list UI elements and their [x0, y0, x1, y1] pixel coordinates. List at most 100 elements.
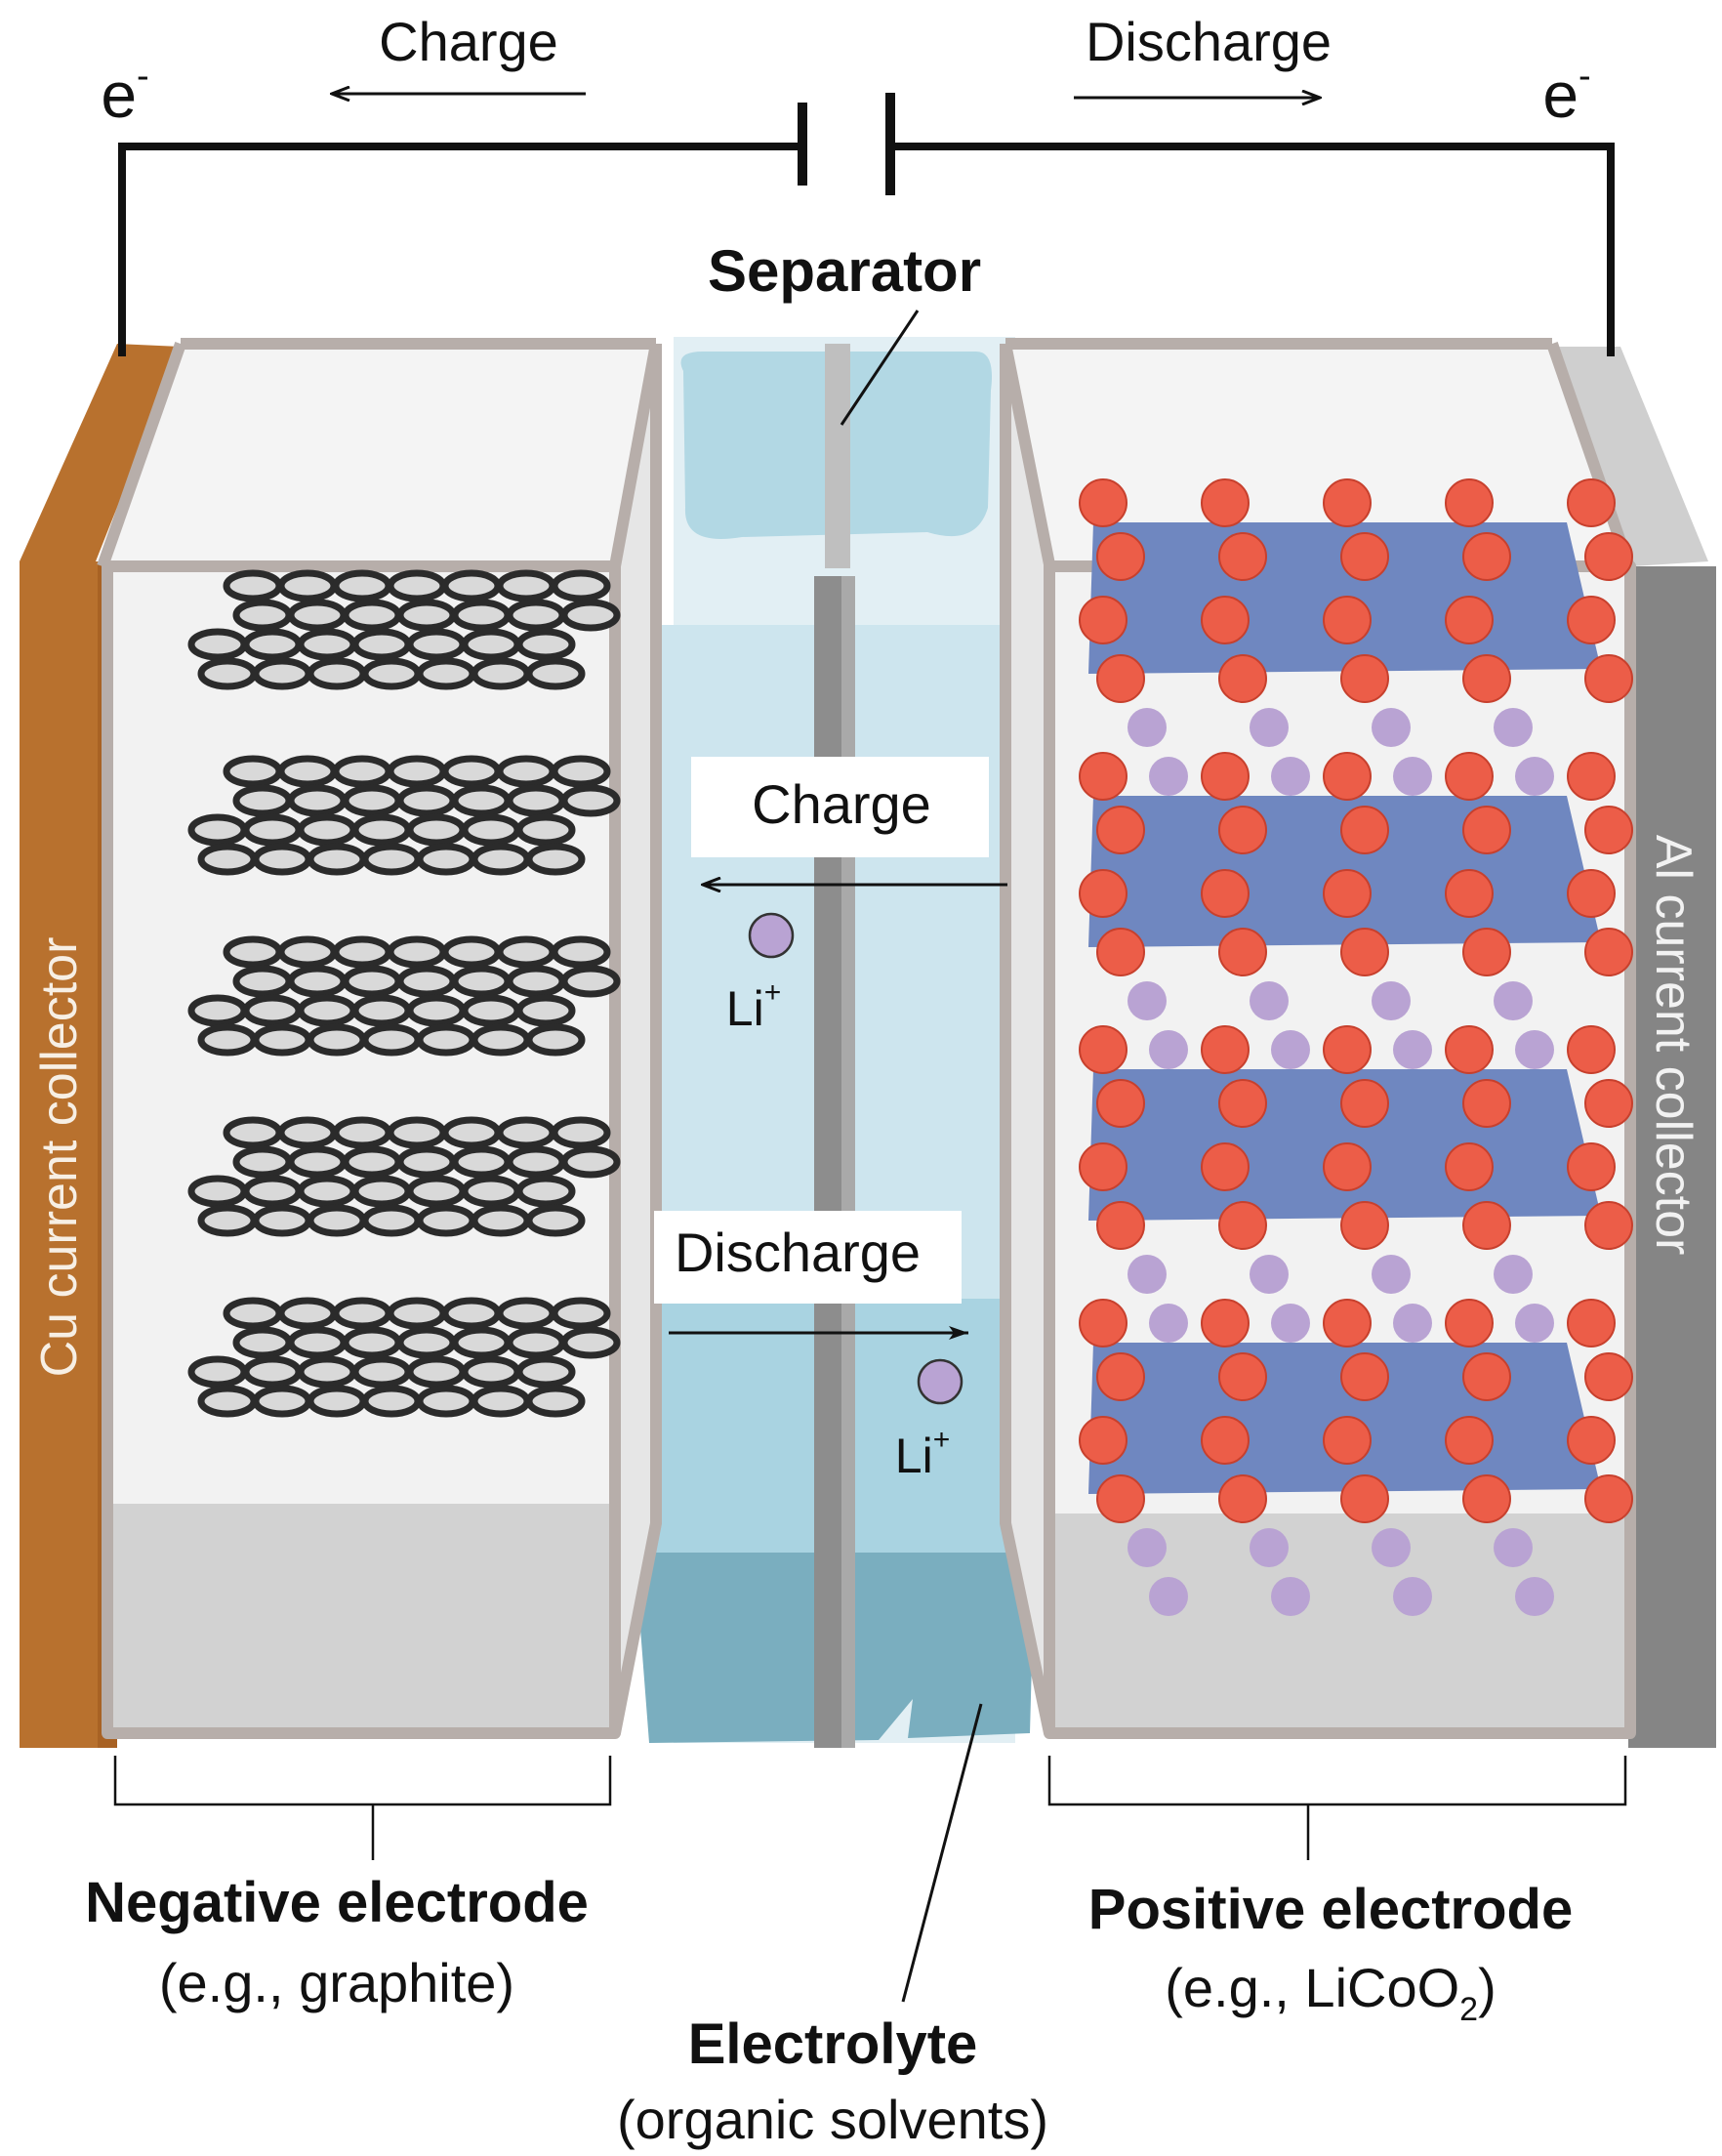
oxygen-atom — [1218, 654, 1267, 703]
oxygen-atom — [1323, 869, 1372, 918]
graphite-ring — [223, 755, 283, 788]
lithium-atom — [1149, 757, 1188, 796]
graphite-ring — [525, 843, 586, 876]
graphite-ring — [387, 569, 447, 602]
oxygen-atom — [1445, 869, 1494, 918]
graphite-ring — [406, 994, 467, 1027]
oxygen-atom — [1340, 1474, 1389, 1523]
graphite-ring — [287, 784, 348, 817]
oxygen-atom — [1323, 1142, 1372, 1191]
graphite-ring — [307, 843, 367, 876]
lithium-atom — [1494, 708, 1533, 747]
oxygen-atom — [1218, 928, 1267, 976]
graphite-ring — [332, 1116, 392, 1149]
graphite-ring — [223, 935, 283, 969]
lithium-atom — [1128, 981, 1167, 1020]
lithium-atom — [1271, 1577, 1310, 1616]
graphite-ring — [297, 1175, 357, 1208]
discharge-label-middle: Discharge — [675, 1222, 921, 1283]
oxygen-atom — [1584, 654, 1633, 703]
graphite-ring — [461, 1175, 521, 1208]
graphite-ring — [242, 994, 303, 1027]
graphite-ring — [252, 1204, 312, 1237]
lithium-atom — [1149, 1304, 1188, 1343]
graphite-ring — [396, 965, 457, 998]
graphite-ring — [197, 657, 258, 690]
graphite-ring — [242, 628, 303, 661]
graphite-ring — [396, 1145, 457, 1179]
oxygen-atom — [1567, 596, 1616, 644]
oxygen-atom — [1079, 1142, 1128, 1191]
graphite-sheet — [187, 755, 621, 876]
graphite-ring — [277, 1116, 338, 1149]
graphite-ring — [551, 935, 611, 969]
oxygen-atom — [1462, 928, 1511, 976]
oxygen-atom — [1218, 1079, 1267, 1128]
oxygen-atom — [1079, 478, 1128, 527]
graphite-ring — [297, 628, 357, 661]
graphite-ring — [551, 1116, 611, 1149]
wire-right — [892, 143, 1615, 356]
oxygen-atom — [1445, 596, 1494, 644]
oxygen-atom — [1462, 806, 1511, 854]
graphite-ring — [223, 1297, 283, 1330]
oxygen-atom — [1323, 1416, 1372, 1465]
graphite-ring — [387, 935, 447, 969]
graphite-ring — [506, 1326, 566, 1359]
graphite-ring — [252, 1385, 312, 1418]
lithium-atom — [1393, 757, 1432, 796]
oxygen-atom — [1201, 869, 1250, 918]
graphite-ring — [560, 1326, 621, 1359]
graphite-ring — [515, 628, 576, 661]
negative-electrode-subtitle: (e.g., graphite) — [159, 1952, 514, 2013]
lithium-atom — [1515, 757, 1554, 796]
graphite-ring — [287, 599, 348, 632]
graphite-ring — [441, 1297, 502, 1330]
lithium-atom — [1250, 1528, 1289, 1567]
lithium-atom — [1494, 1528, 1533, 1567]
graphite-sheet — [187, 1297, 621, 1418]
graphite-ring — [187, 813, 248, 847]
graphite-ring — [560, 784, 621, 817]
electrolyte-leader-line — [901, 1703, 983, 2003]
oxygen-atom — [1079, 596, 1128, 644]
licoo2-layers — [1079, 478, 1633, 1616]
graphite-ring — [387, 1116, 447, 1149]
positive-electrode-subtitle: (e.g., LiCoO2) — [1165, 1957, 1496, 2028]
graphite-ring — [515, 1355, 576, 1389]
graphite-ring — [416, 1023, 476, 1057]
graphite-ring — [297, 1355, 357, 1389]
graphite-ring — [396, 1326, 457, 1359]
graphite-ring — [232, 599, 293, 632]
graphite-ring — [451, 965, 512, 998]
oxygen-atom — [1096, 928, 1145, 976]
graphite-ring — [242, 1355, 303, 1389]
oxygen-atom — [1340, 1201, 1389, 1250]
lithium-atom — [1515, 1577, 1554, 1616]
graphite-ring — [232, 1326, 293, 1359]
charge-label-middle: Charge — [752, 773, 931, 835]
graphite-ring — [471, 1023, 531, 1057]
lithium-atom — [1372, 1528, 1411, 1567]
lithium-atom — [1250, 1255, 1289, 1294]
electrolyte-title: Electrolyte — [688, 2012, 978, 2076]
oxygen-atom — [1445, 1142, 1494, 1191]
graphite-ring — [187, 1175, 248, 1208]
lithium-atom — [1250, 708, 1289, 747]
oxygen-atom — [1584, 1352, 1633, 1401]
cobalt-oxide-layer — [1079, 1299, 1633, 1616]
graphite-ring — [287, 1145, 348, 1179]
graphite-sheet — [187, 935, 621, 1057]
oxygen-atom — [1462, 654, 1511, 703]
graphite-ring — [515, 813, 576, 847]
graphite-ring — [197, 843, 258, 876]
graphite-ring — [406, 1175, 467, 1208]
graphite-ring — [416, 657, 476, 690]
cobalt-oxide-layer — [1079, 478, 1633, 796]
lithium-ion-label-charge: Li+ — [726, 976, 781, 1036]
lithium-atom — [1372, 981, 1411, 1020]
graphite-ring — [242, 813, 303, 847]
oxygen-atom — [1323, 596, 1372, 644]
graphite-ring — [252, 843, 312, 876]
electron-label-left: e- — [101, 56, 148, 131]
